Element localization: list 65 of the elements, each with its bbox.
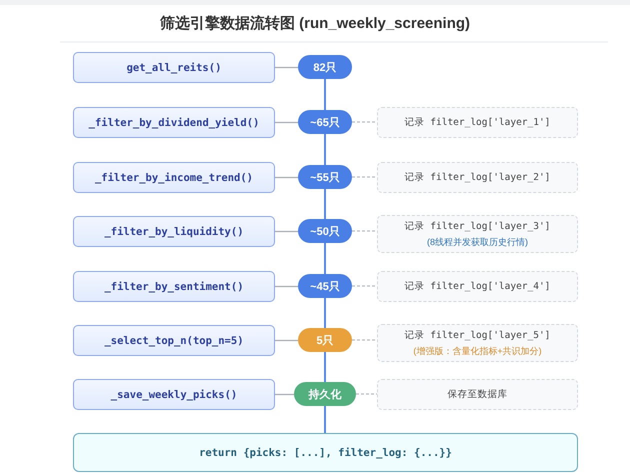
connector-line: [275, 286, 298, 288]
note-text: 记录 filter_log['layer_3']: [404, 220, 550, 232]
function-name: _filter_by_sentiment(): [104, 280, 244, 292]
count-label: ~45只: [310, 280, 340, 294]
note-text: 记录 filter_log['layer_1']: [404, 116, 550, 129]
connector-line: [324, 134, 326, 165]
count-label: ~50只: [310, 224, 340, 238]
connector-line: [324, 189, 326, 219]
connector-line: [275, 66, 298, 68]
function-box: [73, 379, 275, 410]
note-text: 记录 filter_log['layer_5']: [404, 328, 550, 342]
connector-line: [275, 340, 298, 342]
connector-line: [324, 79, 326, 110]
connector-line: [275, 122, 298, 124]
note-box: [377, 107, 578, 138]
connector-line: [352, 121, 377, 123]
note-box: [377, 324, 578, 362]
function-name: _select_top_n(top_n=5): [104, 334, 244, 346]
count-label: 5只: [316, 334, 334, 348]
connector-line: [356, 393, 377, 395]
connector-line: [324, 406, 326, 433]
count-pill: [298, 165, 352, 189]
connector-line: [275, 394, 294, 396]
note-box: [377, 215, 578, 253]
count-label: 82只: [313, 60, 337, 74]
note-box: [377, 379, 578, 410]
function-name: _filter_by_income_trend(): [94, 172, 254, 184]
count-pill: [298, 274, 352, 298]
connector-line: [352, 176, 377, 178]
note-box: [377, 271, 578, 302]
note-box: [377, 162, 578, 193]
note-detail: (8线程并发获取历史行情): [427, 236, 528, 248]
connector-line: [275, 176, 298, 178]
note-text: 记录 filter_log['layer_2']: [404, 171, 550, 184]
function-name: _filter_by_liquidity(): [104, 226, 244, 238]
function-box: [73, 107, 275, 138]
connector-line: [352, 230, 377, 232]
function-name: _filter_by_dividend_yield(): [88, 116, 260, 128]
function-box: [73, 216, 275, 247]
connector-line: [352, 339, 377, 341]
connector-line: [275, 230, 298, 232]
note-detail: (增强版：含量化指标+共识加分): [413, 344, 542, 358]
count-pill: [298, 328, 352, 352]
connector-line: [352, 285, 377, 287]
note-text: 保存至数据库: [448, 388, 508, 401]
function-box: [73, 52, 275, 83]
count-pill: [298, 55, 352, 79]
function-box: [73, 162, 275, 193]
count-pill: [294, 382, 356, 406]
connector-line: [324, 352, 326, 382]
function-box: [73, 271, 275, 302]
function-box: [73, 325, 275, 356]
function-name: _save_weekly_picks(): [110, 388, 238, 400]
count-pill: [298, 219, 352, 243]
count-label: ~55只: [310, 170, 340, 184]
title: 筛选引擎数据流转图 (run_weekly_screening): [158, 14, 472, 33]
count-label: 持久化: [308, 388, 342, 402]
return-box: [73, 433, 578, 472]
note-text: 记录 filter_log['layer_4']: [404, 280, 550, 293]
count-pill: [298, 110, 352, 134]
count-label: ~65只: [310, 116, 340, 130]
connector-line: [324, 243, 326, 274]
return-code: return {picks: [...], filter_log: {...}}: [199, 446, 452, 458]
function-name: get_all_reits(): [126, 62, 222, 74]
connector-line: [324, 298, 326, 328]
